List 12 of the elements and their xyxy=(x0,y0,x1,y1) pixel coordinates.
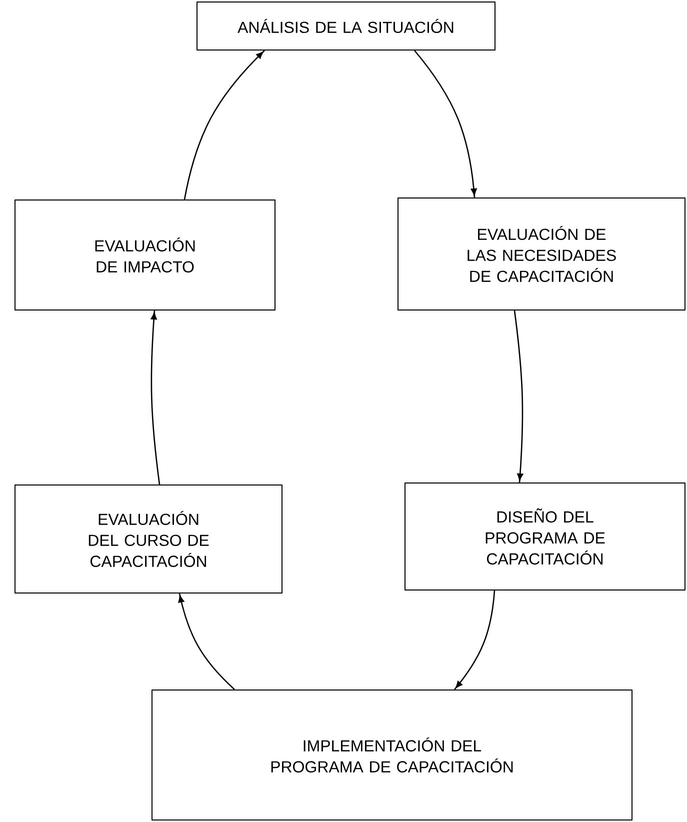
process-box: EVALUACIÓN DEL CURSO DE CAPACITACIÓN xyxy=(14,484,282,594)
arrow xyxy=(414,50,477,198)
process-box: DISEÑO DEL PROGRAMA DE CAPACITACIÓN xyxy=(404,482,686,590)
process-box: EVALUACIÓN DE LAS NECESIDADES DE CAPACITACIÓN xyxy=(398,198,686,310)
arrow xyxy=(184,50,265,200)
arrow xyxy=(454,590,496,690)
arrow xyxy=(514,310,524,483)
arrow xyxy=(178,593,235,690)
process-box: EVALUACIÓN DE IMPACTO xyxy=(14,200,276,310)
process-box: ANÁLISIS DE LA SITUACIÓN xyxy=(196,2,496,50)
process-box: IMPLEMENTACIÓN DEL PROGRAMA DE CAPACITACIÓN xyxy=(152,690,632,820)
arrow xyxy=(150,310,160,485)
